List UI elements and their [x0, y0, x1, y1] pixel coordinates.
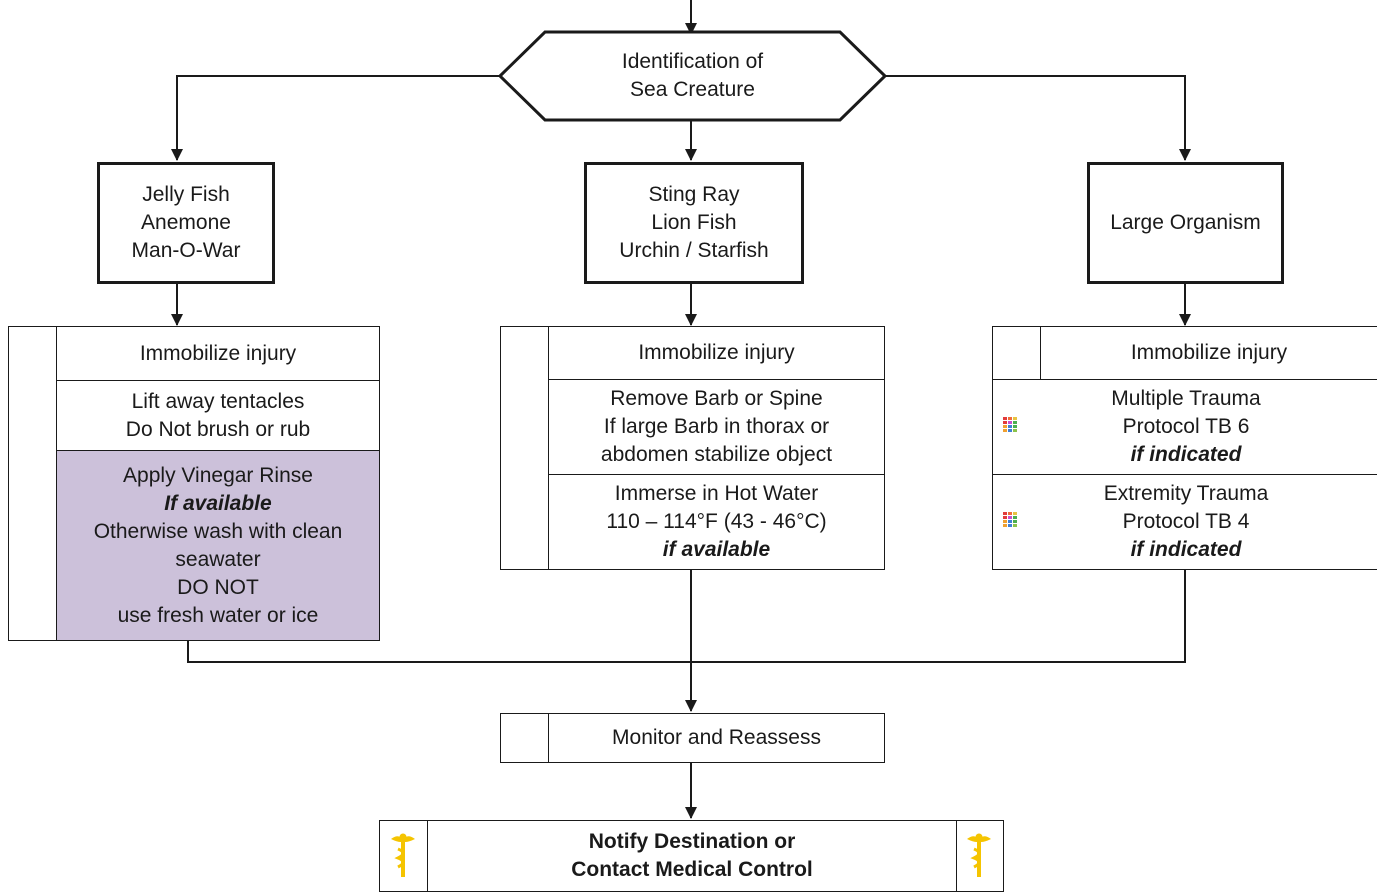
stack-gutter-divider [548, 714, 549, 762]
step-text: Protocol TB 4 [1122, 510, 1250, 533]
stack-gutter-divider [56, 327, 57, 640]
step-text: abdomen stabilize object [600, 443, 833, 466]
notify-right-divider [956, 821, 957, 891]
step-text: Protocol TB 6 [1122, 415, 1250, 438]
right-multiple-trauma-step: Multiple Trauma Protocol TB 6 if indicat… [1041, 380, 1331, 474]
decision-node: Identification of Sea Creature [545, 32, 840, 120]
step-text: Remove Barb or Spine [610, 387, 823, 410]
step-text: Otherwise wash with clean [93, 519, 343, 543]
protocol-grid-icon[interactable] [1003, 512, 1018, 530]
step-emphasis: if indicated [1130, 443, 1242, 466]
branch-line: Large Organism [1110, 211, 1261, 234]
stack-gutter-divider [1040, 327, 1041, 379]
branch-box-jellyfish: Jelly Fish Anemone Man-O-War [97, 162, 275, 284]
monitor-box: Monitor and Reassess [500, 713, 885, 763]
caduceus-icon [391, 833, 415, 877]
step-text: Immobilize injury [139, 341, 297, 365]
step-divider [56, 380, 379, 381]
protocol-grid-icon[interactable] [1003, 417, 1018, 435]
merge-line-left [187, 641, 691, 663]
left-tentacles-step: Lift away tentacles Do Not brush or rub [57, 381, 379, 450]
monitor-step: Monitor and Reassess [549, 714, 884, 762]
branch-box-stingray: Sting Ray Lion Fish Urchin / Starfish [584, 162, 804, 284]
arrow-to-right-branch [885, 75, 1191, 161]
branch-line: Man-O-War [131, 239, 241, 262]
decision-line-1: Identification of [621, 50, 764, 73]
middle-hot-water-step: Immerse in Hot Water 110 – 114°F (43 - 4… [549, 475, 884, 569]
step-text: Do Not brush or rub [125, 417, 311, 441]
branch-line: Jelly Fish [142, 183, 230, 206]
step-text: Immobilize injury [1130, 341, 1288, 364]
middle-immobilize-step: Immobilize injury [549, 327, 884, 379]
step-divider [548, 474, 884, 475]
step-text: If large Barb in thorax or [603, 415, 830, 438]
step-text: use fresh water or ice [117, 603, 319, 627]
right-step-stack: Immobilize injury Multiple Trauma Protoc… [992, 326, 1377, 570]
right-immobilize-step: Immobilize injury [1041, 327, 1377, 379]
step-text: DO NOT [177, 575, 259, 599]
step-text: Monitor and Reassess [612, 726, 821, 749]
left-immobilize-step: Immobilize injury [57, 327, 379, 380]
notify-text: Notify Destination or [588, 830, 796, 853]
step-text: Immerse in Hot Water [614, 482, 819, 505]
step-text: Apply Vinegar Rinse [123, 463, 313, 487]
step-emphasis: if indicated [1130, 538, 1242, 561]
step-text: 110 – 114°F (43 - 46°C) [606, 510, 827, 533]
step-text: seawater [175, 547, 261, 571]
arrow-to-left-branch [171, 75, 500, 161]
notify-left-divider [427, 821, 428, 891]
step-divider [56, 450, 379, 451]
left-step-stack: Immobilize injury Lift away tentacles Do… [8, 326, 380, 641]
notify-text: Contact Medical Control [571, 858, 813, 881]
step-text: Lift away tentacles [131, 389, 305, 413]
right-extremity-trauma-step: Extremity Trauma Protocol TB 4 if indica… [1041, 475, 1331, 569]
notify-box: Notify Destination or Contact Medical Co… [379, 820, 1004, 892]
step-text: Extremity Trauma [1103, 482, 1269, 505]
step-text: Multiple Trauma [1111, 387, 1261, 410]
middle-step-stack: Immobilize injury Remove Barb or Spine I… [500, 326, 885, 570]
step-emphasis: if available [662, 538, 771, 561]
left-vinegar-step: Apply Vinegar Rinse If available Otherwi… [57, 451, 379, 640]
branch-box-large-organism: Large Organism [1087, 162, 1284, 284]
decision-line-2: Sea Creature [630, 78, 755, 101]
merge-line-right [691, 570, 1186, 663]
branch-line: Anemone [141, 211, 231, 234]
step-divider [548, 379, 884, 380]
middle-barb-step: Remove Barb or Spine If large Barb in th… [549, 380, 884, 474]
branch-line: Lion Fish [651, 211, 737, 234]
step-emphasis: If available [164, 491, 272, 515]
caduceus-icon [967, 833, 991, 877]
branch-line: Urchin / Starfish [619, 239, 769, 262]
branch-line: Sting Ray [648, 183, 740, 206]
notify-step: Notify Destination or Contact Medical Co… [428, 821, 956, 891]
step-divider [993, 474, 1377, 475]
stack-gutter-divider [548, 327, 549, 569]
step-divider [993, 379, 1377, 380]
step-text: Immobilize injury [638, 341, 795, 364]
